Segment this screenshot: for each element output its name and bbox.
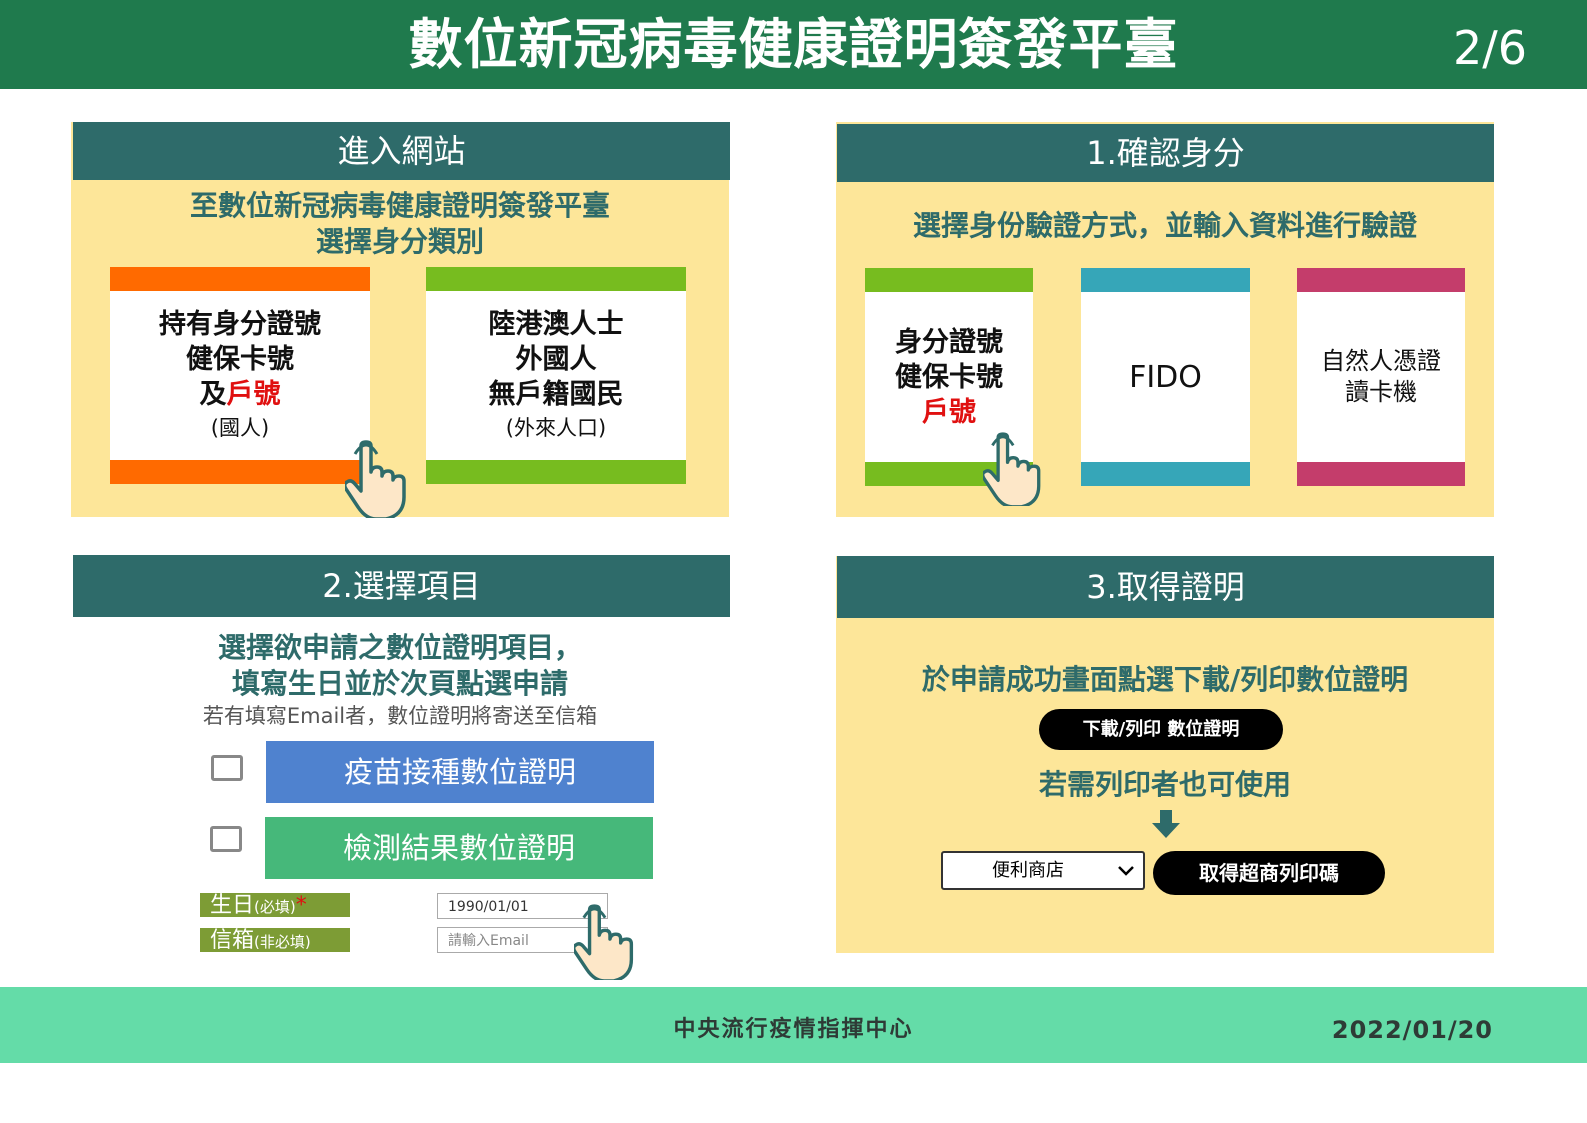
get-description: 於申請成功畫面點選下載/列印數位證明 (921, 663, 1409, 696)
hand-pointer-icon (983, 432, 1041, 506)
vaccine-certificate-option[interactable]: 疫苗接種數位證明 (266, 741, 654, 803)
hand-pointer-icon (345, 440, 406, 518)
email-label: 信箱(非必填) (200, 928, 350, 953)
card-foreigner[interactable]: 陸港澳人士 外國人 無戶籍國民 (外來人口) (426, 267, 686, 484)
page-title: 數位新冠病毒健康證明簽發平臺 (408, 13, 1179, 76)
arrow-down-icon (1152, 810, 1180, 838)
email-input[interactable]: 請輸入Email (437, 927, 608, 953)
hand-pointer-icon (574, 904, 634, 980)
footer-organization: 中央流行疫情指揮中心 (673, 1017, 914, 1042)
store-select-value: 便利商店 (992, 860, 1064, 881)
chevron-down-icon (1118, 866, 1134, 876)
birthday-input[interactable]: 1990/01/01 (437, 893, 608, 919)
page-number: 2/6 (1452, 21, 1527, 75)
panel-verify-title: 1.確認身分 (837, 124, 1494, 182)
header-bar (0, 0, 1587, 89)
panel-get-title: 3.取得證明 (837, 556, 1494, 618)
birthday-label: 生日(必填)* (200, 893, 350, 918)
card-id-verify[interactable]: 身分證號 健保卡號 戶號 (865, 268, 1033, 486)
footer-date: 2022/01/20 (1331, 1016, 1493, 1044)
footer-bar (0, 987, 1587, 1063)
download-print-button[interactable]: 下載/列印 數位證明 (1039, 709, 1283, 750)
email-note: 若有填寫Email者，數位證明將寄送至信箱 (202, 704, 598, 728)
get-print-code-button[interactable]: 取得超商列印碼 (1153, 851, 1385, 895)
print-hint: 若需列印者也可使用 (1038, 768, 1291, 801)
panel-select-title: 2.選擇項目 (73, 555, 730, 617)
select-description: 選擇欲申請之數位證明項目， 填寫生日並於次頁點選申請 (217, 631, 582, 700)
vaccine-checkbox[interactable] (211, 755, 243, 781)
panel-enter-title: 進入網站 (73, 122, 730, 180)
enter-description: 至數位新冠病毒健康證明簽發平臺 選擇身分類別 (189, 189, 610, 258)
test-checkbox[interactable] (210, 826, 242, 852)
verify-description: 選擇身份驗證方式，並輸入資料進行驗證 (912, 209, 1417, 242)
card-citizen[interactable]: 持有身分證號 健保卡號 及戶號 (國人) (110, 267, 370, 484)
card-fido[interactable]: FIDO (1081, 268, 1250, 486)
test-result-certificate-option[interactable]: 檢測結果數位證明 (265, 817, 653, 879)
store-select[interactable]: 便利商店 (941, 851, 1145, 890)
card-card-reader[interactable]: 自然人憑證 讀卡機 (1297, 268, 1465, 486)
